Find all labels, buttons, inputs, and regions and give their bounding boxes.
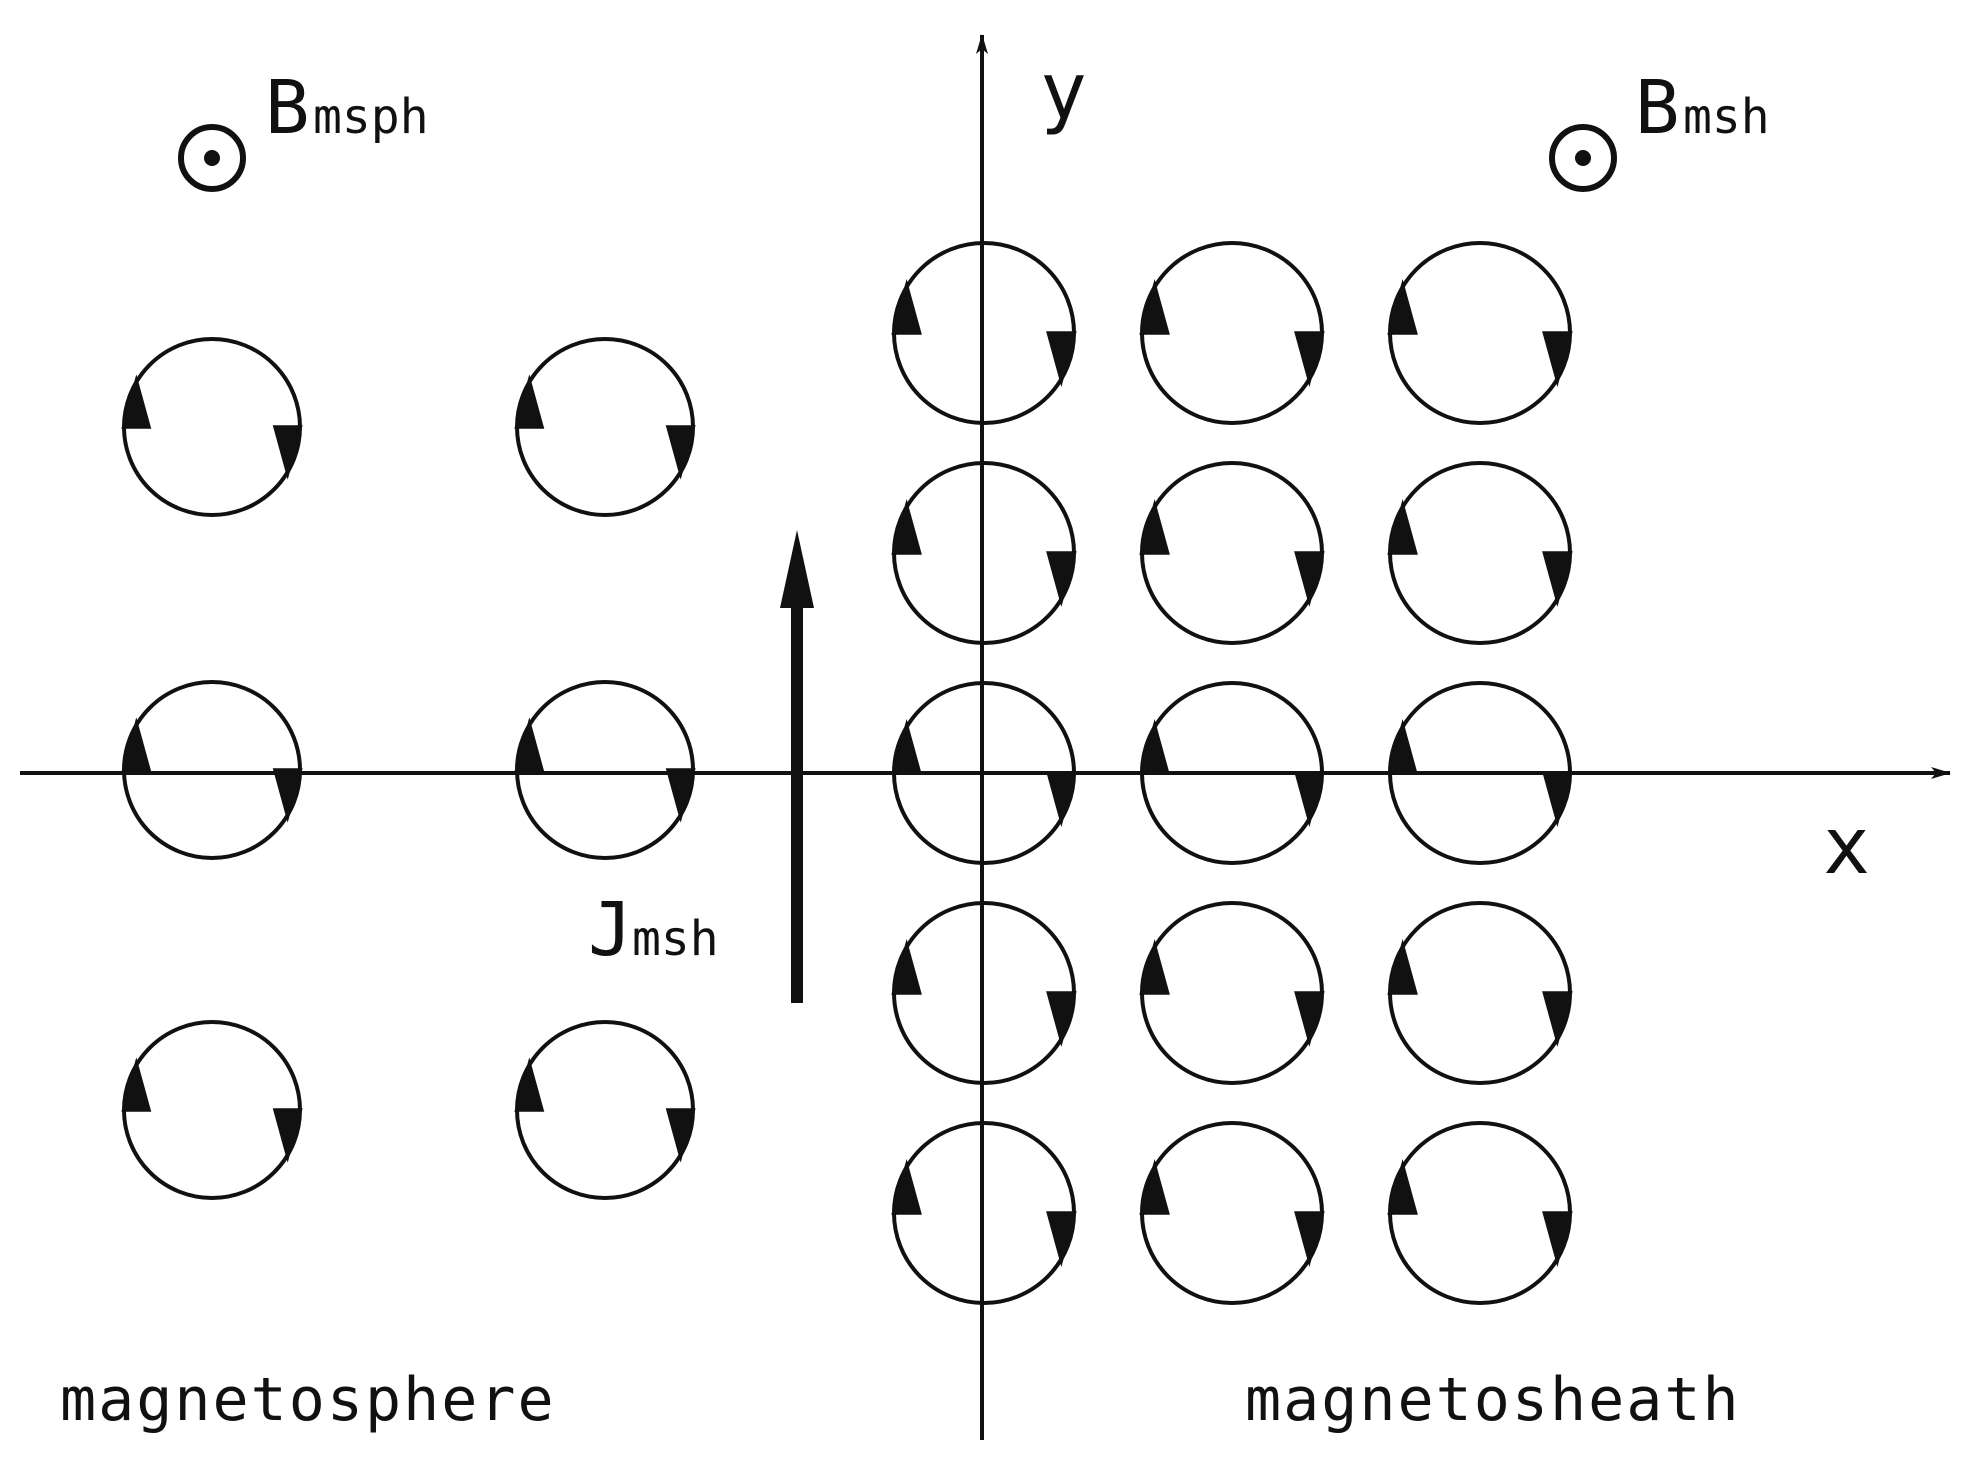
clockwise-loop-icon bbox=[121, 1020, 303, 1200]
clockwise-loop-icon bbox=[891, 1121, 1077, 1305]
current-arrow-jmsh bbox=[780, 530, 814, 1003]
clockwise-loop-icon bbox=[1139, 461, 1325, 645]
clockwise-loop-icon bbox=[514, 337, 696, 517]
clockwise-loop-icon bbox=[121, 680, 303, 860]
circled-dot-icon bbox=[178, 124, 246, 192]
clockwise-loop-icon bbox=[1139, 681, 1325, 865]
x-axis-label: x bbox=[1823, 802, 1870, 892]
clockwise-loop-icon bbox=[121, 337, 303, 517]
magnetosphere-label: magnetosphere bbox=[60, 1365, 556, 1435]
clockwise-loop-icon bbox=[1387, 241, 1573, 425]
j-msh-symbol: J bbox=[588, 887, 633, 973]
b-msph-symbol: B bbox=[265, 65, 310, 151]
clockwise-loop-icon bbox=[1387, 901, 1573, 1085]
clockwise-loop-icon bbox=[1139, 901, 1325, 1085]
clockwise-loop-icon bbox=[514, 680, 696, 860]
clockwise-loop-icon bbox=[1387, 461, 1573, 645]
clockwise-loop-icon bbox=[891, 901, 1077, 1085]
circled-dot-icon bbox=[1549, 124, 1617, 192]
b-msph-subscript: msph bbox=[313, 89, 429, 145]
axes bbox=[20, 34, 1951, 1440]
clockwise-loop-icon bbox=[891, 681, 1077, 865]
clockwise-loop-icon bbox=[514, 1020, 696, 1200]
clockwise-loop-icon bbox=[1387, 1121, 1573, 1305]
j-msh-subscript: msh bbox=[632, 911, 719, 967]
gyration-loops bbox=[121, 241, 1573, 1305]
clockwise-loop-icon bbox=[891, 241, 1077, 425]
clockwise-loop-icon bbox=[1139, 241, 1325, 425]
y-axis-label: y bbox=[1040, 47, 1087, 137]
b-msh-symbol: B bbox=[1635, 65, 1680, 151]
b-msh-subscript: msh bbox=[1683, 89, 1770, 145]
clockwise-loop-icon bbox=[891, 461, 1077, 645]
magnetosheath-label: magnetosheath bbox=[1245, 1365, 1741, 1435]
clockwise-loop-icon bbox=[1387, 681, 1573, 865]
clockwise-loop-icon bbox=[1139, 1121, 1325, 1305]
